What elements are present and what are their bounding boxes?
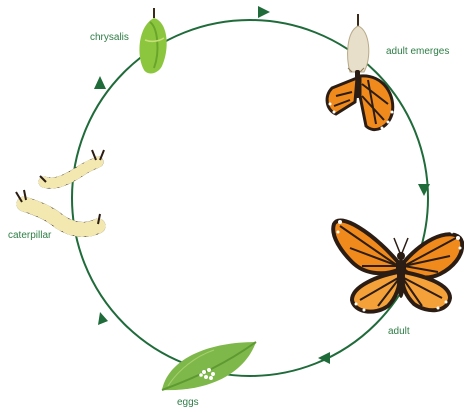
label-caterpillar: caterpillar bbox=[8, 230, 51, 241]
large-caterpillar bbox=[16, 190, 100, 229]
small-caterpillar bbox=[40, 150, 104, 183]
label-adult: adult bbox=[388, 326, 410, 337]
label-chrysalis: chrysalis bbox=[90, 32, 129, 43]
cycle-ring bbox=[72, 20, 428, 376]
label-adult-emerges: adult emerges bbox=[386, 46, 449, 57]
leaf-with-eggs-illustration bbox=[162, 342, 256, 390]
chrysalis-illustration bbox=[139, 8, 166, 73]
label-eggs: eggs bbox=[177, 397, 199, 408]
adult-emerges-illustration bbox=[327, 14, 393, 130]
arrow-icon bbox=[98, 312, 108, 325]
caterpillar-illustration bbox=[16, 150, 104, 229]
arrow-icon bbox=[94, 76, 106, 89]
arrow-icon bbox=[258, 6, 270, 18]
